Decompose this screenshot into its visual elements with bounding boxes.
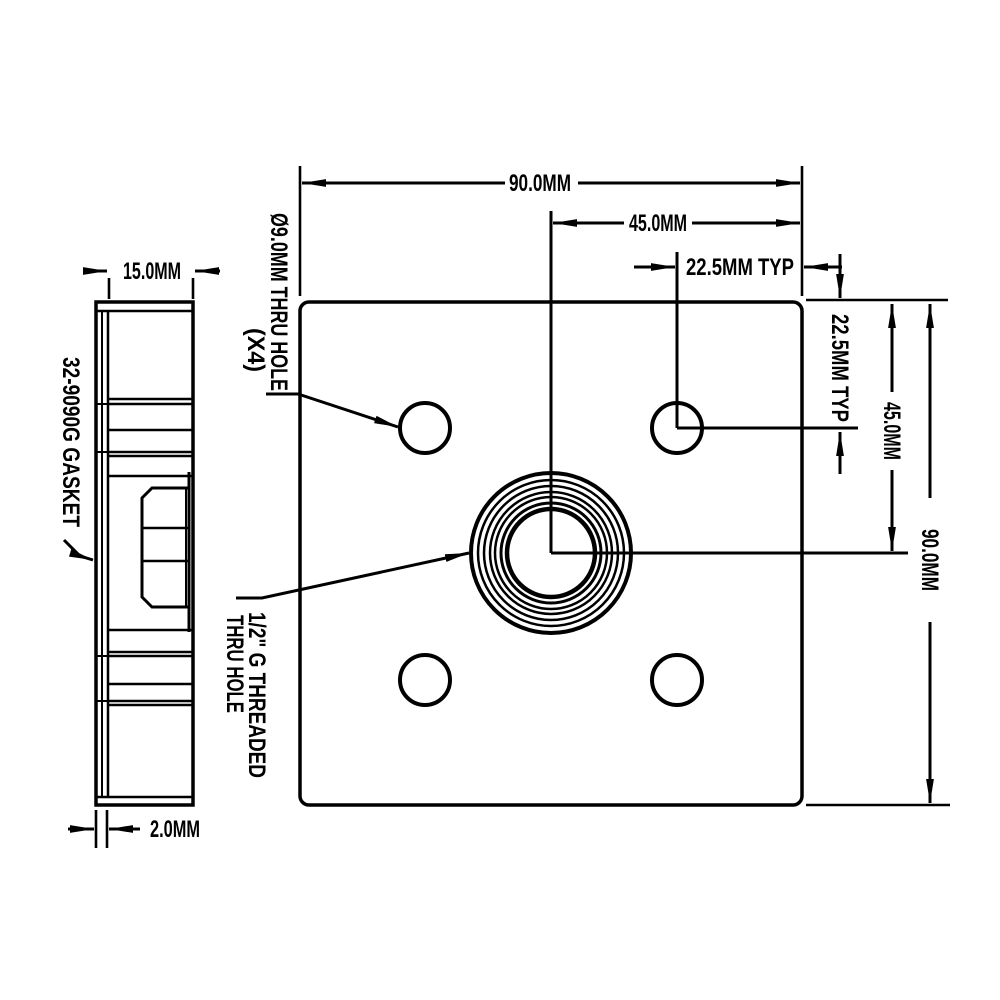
front-view [298, 211, 908, 807]
side-threaded-hub [140, 472, 191, 632]
dim-gasket-thickness-label: 2.0MM [150, 816, 200, 843]
dim-hole-offset-top-label: 22.5MM TYP [686, 254, 794, 281]
front-view-dimensions: 90.0MM 45.0MM 22.5MM TYP 22.5MM TYP 45.0… [221, 166, 950, 807]
gasket-leader-line [62, 538, 94, 562]
dim-plate-thickness-label: 15.0MM [123, 258, 181, 285]
gasket-part-label: 32-9090G GASKET [57, 357, 84, 527]
callout-corner-holes: Ø9.0MM THRU HOLE (X4) [242, 213, 399, 429]
callout-center-hole: 1/2" G THREADED THRU HOLE [221, 551, 470, 778]
side-plate-outline [94, 300, 195, 807]
callout-corner-holes-line1: Ø9.0MM THRU HOLE [265, 213, 292, 391]
callout-center-hole-line2: THRU HOLE [221, 615, 248, 713]
dim-center-to-edge-right-label: 45.0MM [878, 402, 905, 460]
side-view [94, 300, 195, 807]
dim-center-to-edge-label: 45.0MM [629, 210, 687, 237]
corner-hole-top-left [398, 401, 452, 455]
callout-center-hole-leader [236, 551, 470, 600]
dim-hole-offset-right-label: 22.5MM TYP [826, 314, 853, 422]
side-view-dimensions: 15.0MM 2.0MM 32-9090G GASKET [57, 258, 220, 848]
corner-hole-bottom-left [398, 653, 452, 707]
hub-outline [140, 486, 189, 609]
corner-hole-bottom-right [650, 653, 704, 707]
callout-corner-holes-line2: (X4) [242, 328, 269, 372]
callout-center-hole-line1: 1/2" G THREADED [243, 612, 270, 778]
gasket-hole-edge-lines [96, 403, 108, 702]
side-hole-edge-lines [108, 397, 193, 707]
dim-overall-width-label: 90.0MM [509, 170, 571, 197]
dim-overall-height-label: 90.0MM [916, 529, 943, 591]
callout-corner-holes-leader [266, 392, 399, 429]
